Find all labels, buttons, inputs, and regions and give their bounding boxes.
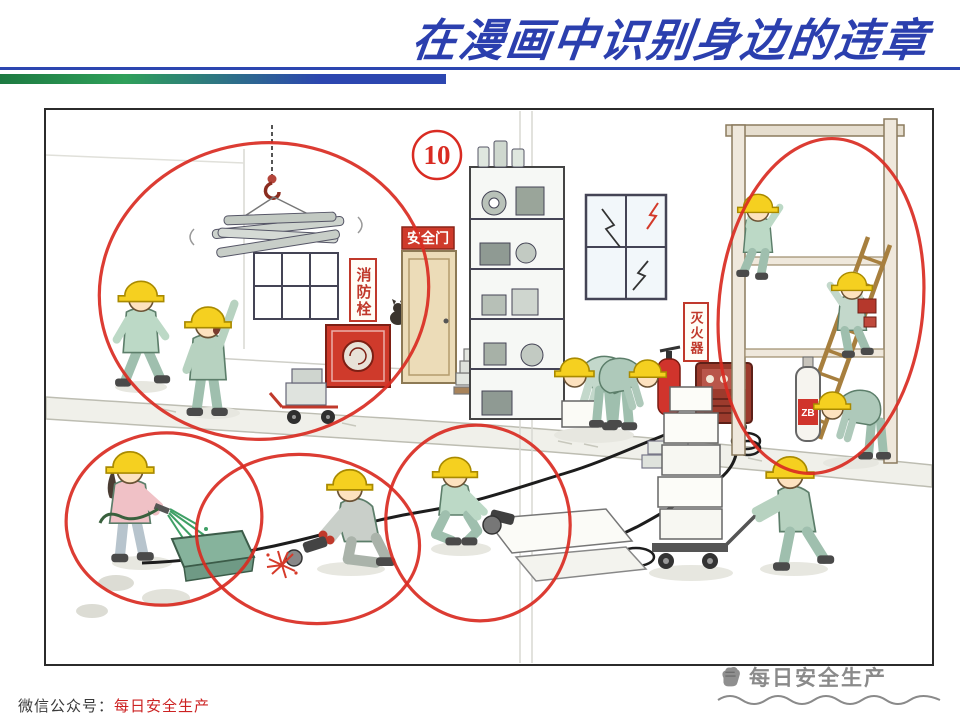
crane-hook-and-pipe-bundle [189, 125, 363, 258]
hose-nozzle [153, 503, 170, 515]
red-glove [325, 535, 335, 545]
fire-extinguisher-sign [683, 302, 709, 362]
lightning-crack-icon [646, 202, 659, 230]
broken-window [584, 193, 668, 301]
hook-pulley [267, 174, 277, 184]
water-hose-and-spray [98, 503, 256, 582]
shelf-items [479, 186, 545, 416]
fire-extinguisher-sign-label: 灭火器 [689, 311, 705, 356]
title-divider-line [0, 67, 960, 70]
back-wall-window [253, 252, 339, 320]
worker-woman-spraying-water [105, 450, 164, 563]
red-hand-cart [268, 368, 338, 424]
shelf-bottles [477, 140, 525, 168]
fist-icon [722, 667, 740, 687]
scaffold-frame [725, 118, 905, 464]
safety-cartoon-illustration: 消防栓 安全门 [46, 111, 932, 663]
violation-circle-water-spray [64, 431, 264, 607]
grinder-tool [285, 536, 328, 567]
red-can [863, 316, 877, 328]
gas-cylinder: ZB [795, 356, 821, 442]
violation-circle-climbing [716, 136, 926, 476]
safety-door-sign [401, 226, 455, 250]
cartoon-panel: 消防栓 安全门 [44, 108, 934, 666]
watermark-logo: 每日安全生产 [716, 662, 954, 711]
violation-circle-suspended-load [97, 141, 431, 441]
fire-hydrant-cabinet: 消防栓 [325, 258, 391, 388]
safety-door-sign-label: 安全门 [407, 230, 449, 246]
watermark-squiggle [717, 695, 941, 705]
fire-hydrant-sign-label: 消防栓 [355, 266, 372, 318]
violation-markings [64, 136, 926, 626]
slide-number-badge: 10 [411, 129, 463, 181]
footer-wechat-account: 微信公众号：每日安全生产 [18, 695, 210, 716]
footer-account-name: 每日安全生产 [114, 698, 211, 715]
red-toolbox [857, 298, 877, 314]
violation-circle-grinding [194, 452, 422, 626]
spark-burst [266, 550, 298, 579]
door-knob [443, 318, 449, 324]
cylinder-label: ZB [801, 408, 814, 419]
glass-crack [601, 208, 621, 248]
cutter-tool [482, 509, 515, 535]
page-title: 在漫画中识别身边的违章 [408, 16, 933, 66]
title-divider-gradient-bar [0, 74, 446, 84]
pipe-bundle [211, 211, 345, 258]
white-panels [484, 508, 648, 582]
fire-hydrant-sign [349, 258, 377, 322]
storage-shelf [469, 140, 565, 420]
watermark-text: 每日安全生产 [749, 666, 887, 690]
crane-hook-icon [263, 181, 281, 200]
hose-reel-icon [349, 347, 367, 365]
hand-truck-box-stack [652, 386, 762, 569]
worker-squatting-cutting [433, 457, 484, 545]
slide-number-label: 10 [424, 140, 451, 170]
worker-pointing-at-load [185, 304, 235, 416]
footer-prefix: 微信公众号： [18, 698, 115, 715]
violation-circle-cutting [384, 423, 572, 623]
